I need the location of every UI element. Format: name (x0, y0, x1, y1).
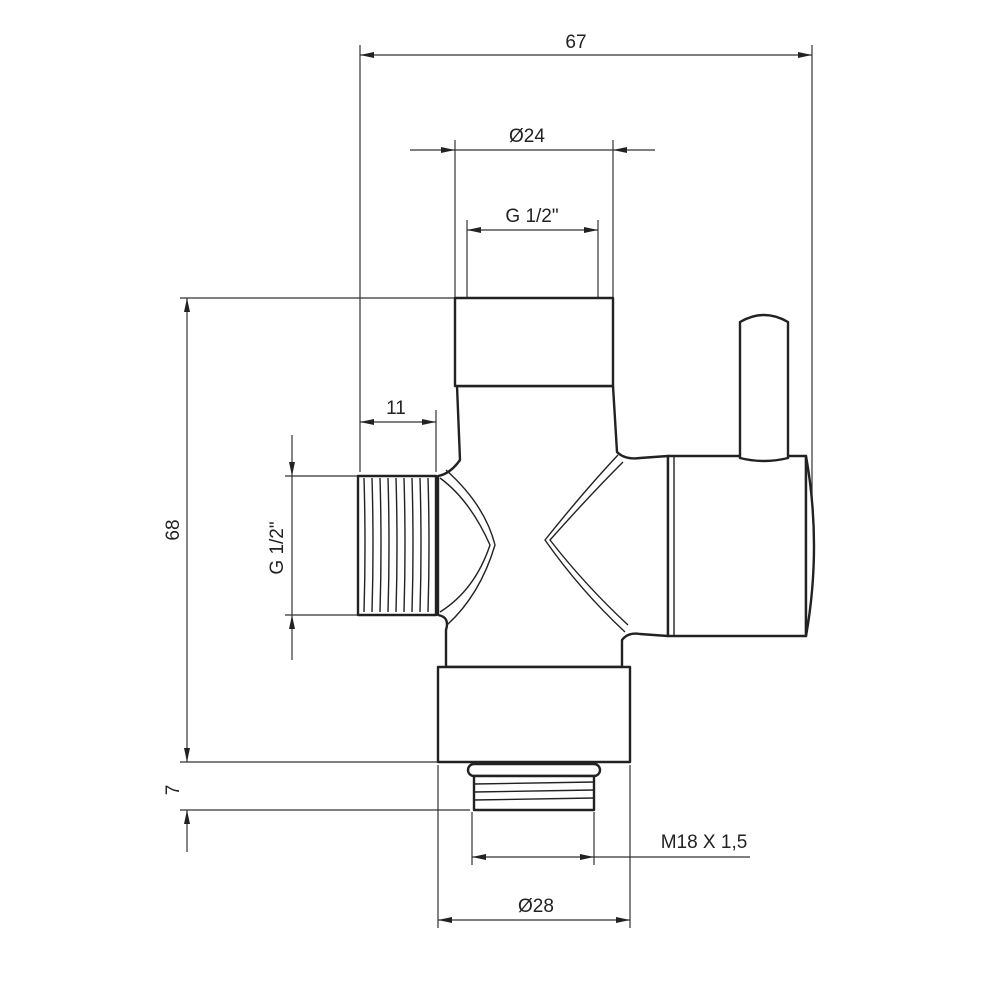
label-bottom-diameter: Ø28 (518, 896, 554, 917)
lever (738, 313, 790, 463)
valve-body (356, 296, 816, 812)
label-side-thread-length: 11 (386, 398, 406, 419)
label-overall-width: 67 (565, 32, 586, 53)
label-top-diameter: Ø24 (509, 126, 545, 147)
bottom-thread (472, 774, 596, 812)
dimension-lines (184, 52, 812, 923)
label-bottom-thread: M18 X 1,5 (661, 832, 748, 853)
label-top-thread: G 1/2" (505, 206, 558, 227)
top-cap (453, 296, 615, 388)
label-bottom-thread-height: 7 (163, 785, 184, 796)
bottom-nut (436, 665, 632, 764)
label-overall-height: 68 (163, 519, 184, 540)
handle-cylinder (666, 454, 808, 638)
extension-lines (180, 45, 813, 928)
label-side-thread: G 1/2" (267, 521, 288, 574)
